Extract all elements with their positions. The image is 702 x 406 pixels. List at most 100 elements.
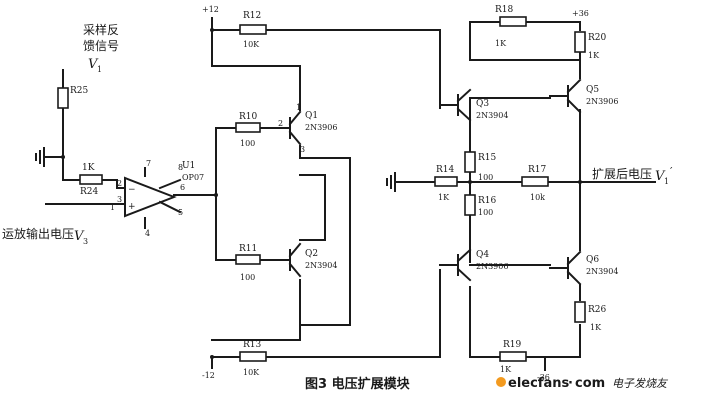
supply-neg12: -12	[202, 371, 215, 380]
q6-part: 2N3904	[586, 267, 618, 276]
r13-ref: R13	[243, 340, 262, 350]
resistor-r18	[499, 16, 527, 27]
resistor-r25	[57, 87, 69, 109]
q5-part: 2N3906	[586, 97, 618, 106]
r18-ref: R18	[495, 5, 514, 15]
q1-ref: Q1	[305, 111, 318, 121]
watermark-cn: 电子发烧友	[612, 377, 669, 390]
transistor-q3	[439, 88, 472, 122]
q3-part: 2N3904	[476, 111, 508, 120]
r12-ref: R12	[243, 11, 261, 21]
watermark-dot: ·	[568, 376, 573, 391]
resistor-r10	[235, 122, 261, 133]
r25-ref: R25	[70, 86, 89, 96]
opamp-minus-sign: −	[128, 185, 136, 195]
figure-caption: 图3 电压扩展模块	[305, 376, 411, 392]
watermark-com: com	[575, 376, 605, 391]
r24-ref: R24	[80, 187, 99, 197]
transistor-q1	[288, 110, 302, 146]
label-v1prime: V	[655, 169, 666, 184]
q1-pin-2: 2	[278, 119, 283, 128]
opamp-part: OP07	[182, 173, 204, 182]
transistor-q6	[549, 250, 582, 286]
r20-value: 1K	[588, 51, 600, 60]
opamp-ref: U1	[182, 161, 195, 171]
r18-value: 1K	[495, 39, 507, 48]
opamp-pin-7: 7	[146, 159, 151, 168]
label-v1prime-sub: 1	[664, 177, 669, 186]
resistor-r13	[239, 351, 267, 362]
r17-value: 10k	[530, 193, 545, 202]
q2-ref: Q2	[305, 249, 318, 259]
watermark-dot-icon	[496, 377, 506, 387]
r14-value: 1K	[438, 193, 450, 202]
watermark-site: elecfans	[508, 376, 569, 391]
resistor-r14	[434, 176, 458, 187]
q6-ref: Q6	[586, 255, 599, 265]
q5-ref: Q5	[586, 85, 599, 95]
watermark-logo: elecfans · com 电子发烧友	[496, 376, 669, 391]
r20-ref: R20	[588, 33, 607, 43]
q2-part: 2N3904	[305, 261, 337, 270]
opamp-pin-3: 3	[117, 195, 122, 204]
r15-ref: R15	[478, 153, 497, 163]
r26-ref: R26	[588, 305, 607, 315]
r11-value: 100	[240, 273, 255, 282]
label-v1-sub: 1	[97, 65, 102, 74]
r19-value: 1K	[500, 365, 512, 374]
r19-ref: R19	[503, 340, 522, 350]
r15-value: 100	[478, 173, 493, 182]
r14-ref: R14	[436, 165, 455, 175]
transistor-symbols	[288, 78, 582, 286]
q1-part: 2N3906	[305, 123, 337, 132]
label-v1: V	[88, 57, 99, 72]
transistor-q5	[549, 78, 582, 114]
q1-pin-1: 1	[296, 103, 301, 112]
label-expanded-voltage: 扩展后电压	[592, 167, 652, 181]
opamp-pin-2: 2	[117, 179, 122, 188]
q1-pin-3: 3	[300, 145, 305, 154]
r10-ref: R10	[239, 112, 258, 122]
r11-ref: R11	[239, 244, 257, 254]
r10-value: 100	[240, 139, 255, 148]
ground-symbol-feedback	[35, 147, 45, 167]
opamp-pin-8: 8	[178, 163, 183, 172]
resistor-r11	[235, 254, 261, 265]
label-v3-sub: 3	[83, 237, 88, 246]
opamp-pin-5: 5	[178, 208, 183, 217]
wires	[43, 17, 656, 371]
ground-symbol-r14	[386, 172, 396, 192]
junction-dots	[61, 28, 582, 359]
r17-ref: R17	[528, 165, 547, 175]
resistor-r19	[499, 351, 527, 362]
r24-ref-top: 1K	[82, 163, 95, 173]
label-v3: V	[74, 229, 85, 244]
r26-value: 1K	[590, 323, 602, 332]
resistor-r12	[239, 24, 267, 35]
label-sample-feedback-2: 馈信号	[83, 39, 119, 53]
r12-value: 10K	[243, 40, 260, 49]
resistor-r24	[79, 174, 103, 185]
transistor-q4	[439, 248, 472, 282]
q4-ref: Q4	[476, 250, 489, 260]
opamp-pin-1: 1	[110, 203, 115, 212]
resistor-r15	[464, 151, 476, 173]
transistor-q2	[288, 242, 302, 278]
q4-part: 2N3906	[476, 262, 508, 271]
resistor-r17	[521, 176, 549, 187]
label-sample-feedback-1: 采样反	[83, 22, 119, 37]
resistor-r20	[574, 31, 586, 53]
resistor-r26	[574, 301, 586, 323]
label-v1prime-prime: ′	[670, 165, 673, 178]
r13-value: 10K	[243, 368, 260, 377]
opamp-plus-sign: +	[128, 202, 136, 212]
r16-value: 100	[478, 208, 493, 217]
resistor-bodies	[57, 16, 586, 362]
opamp-pin-6: 6	[180, 183, 185, 192]
supply-neg36: -36	[537, 373, 550, 382]
resistor-r16	[464, 194, 476, 216]
r16-ref: R16	[478, 196, 497, 206]
supply-pos12: +12	[202, 5, 219, 14]
opamp-pin-4: 4	[145, 229, 150, 238]
